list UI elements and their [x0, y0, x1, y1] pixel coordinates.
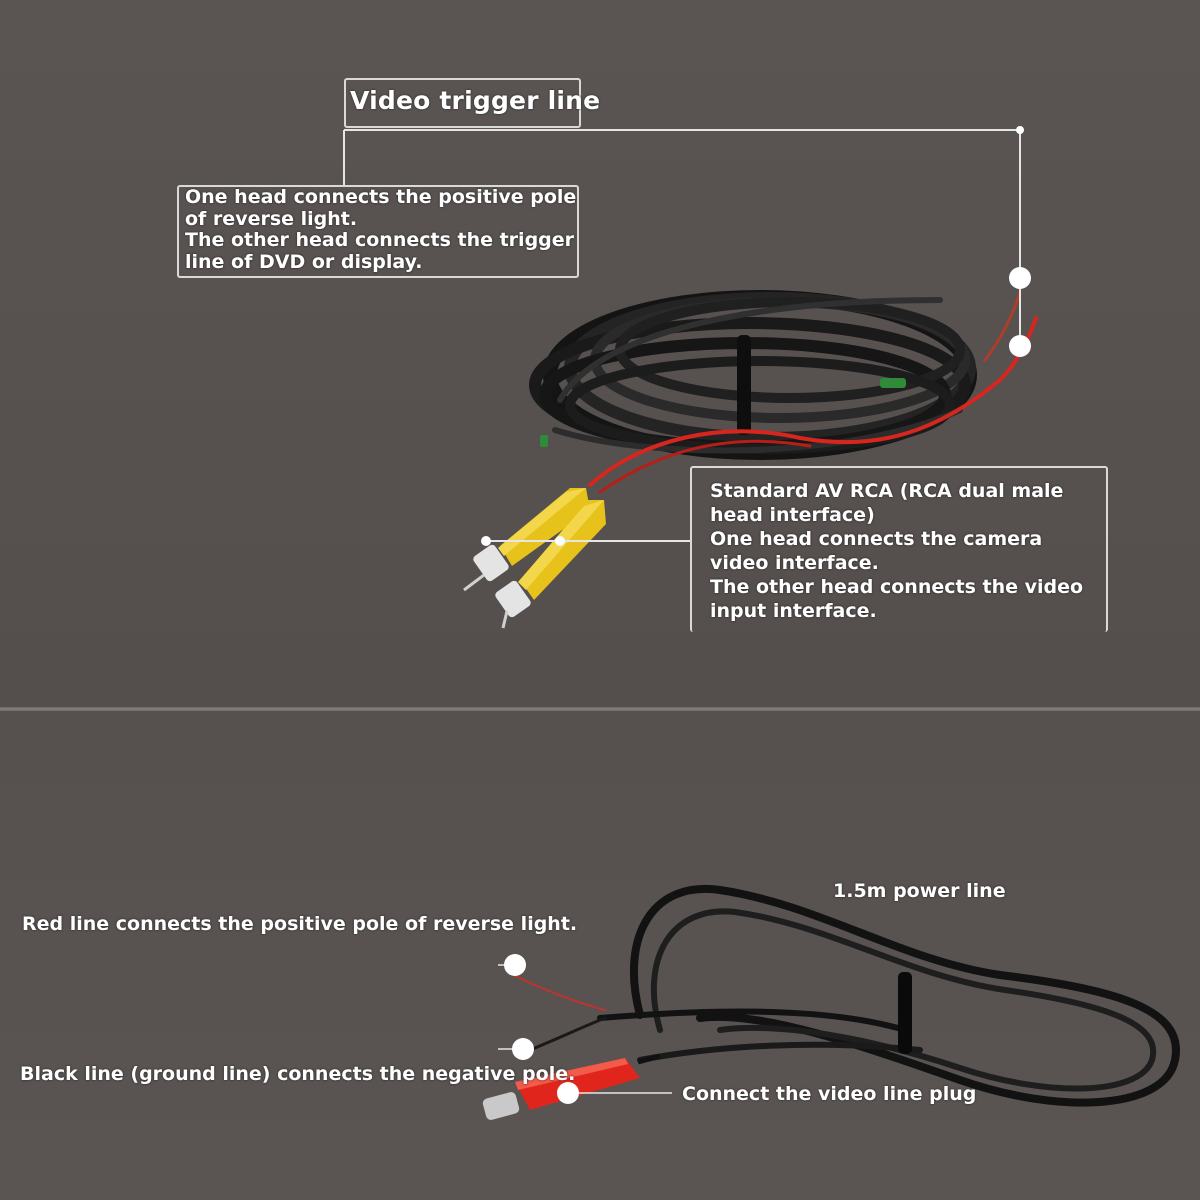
coil-tie — [737, 335, 751, 435]
power-coil-tie — [898, 972, 912, 1054]
trigger-description-box — [177, 185, 579, 278]
green-accent — [540, 378, 906, 447]
trigger-dot-top — [1016, 126, 1024, 134]
rca-leader-line — [481, 536, 690, 546]
video-plug-label: Connect the video line plug — [682, 1083, 977, 1105]
video-plug-dot — [557, 1082, 579, 1104]
rca-description-box — [690, 466, 1108, 632]
trigger-dot-1 — [1009, 267, 1031, 289]
rca-description: Standard AV RCA (RCA dual male head inte… — [710, 480, 1084, 622]
rca-plug-left — [463, 488, 590, 592]
trigger-title-box — [344, 78, 581, 128]
red-line-dot — [504, 954, 526, 976]
power-cable-coil — [597, 884, 1180, 1107]
bottom-panel — [0, 712, 1200, 1200]
black-line-label: Black line (ground line) connects the ne… — [20, 1063, 576, 1085]
red-trigger-wire — [588, 290, 1038, 494]
trigger-title: Video trigger line — [350, 86, 601, 115]
power-line-label: 1.5m power line — [833, 880, 1006, 902]
panel-divider — [0, 707, 1200, 711]
trigger-description: One head connects the positive pole of r… — [185, 186, 577, 273]
trigger-dot-2 — [1009, 335, 1031, 357]
trigger-leader-lines — [343, 129, 1021, 346]
black-line-dot — [512, 1038, 534, 1060]
red-line-label: Red line connects the positive pole of r… — [22, 913, 578, 935]
dc-plug — [482, 1053, 661, 1120]
